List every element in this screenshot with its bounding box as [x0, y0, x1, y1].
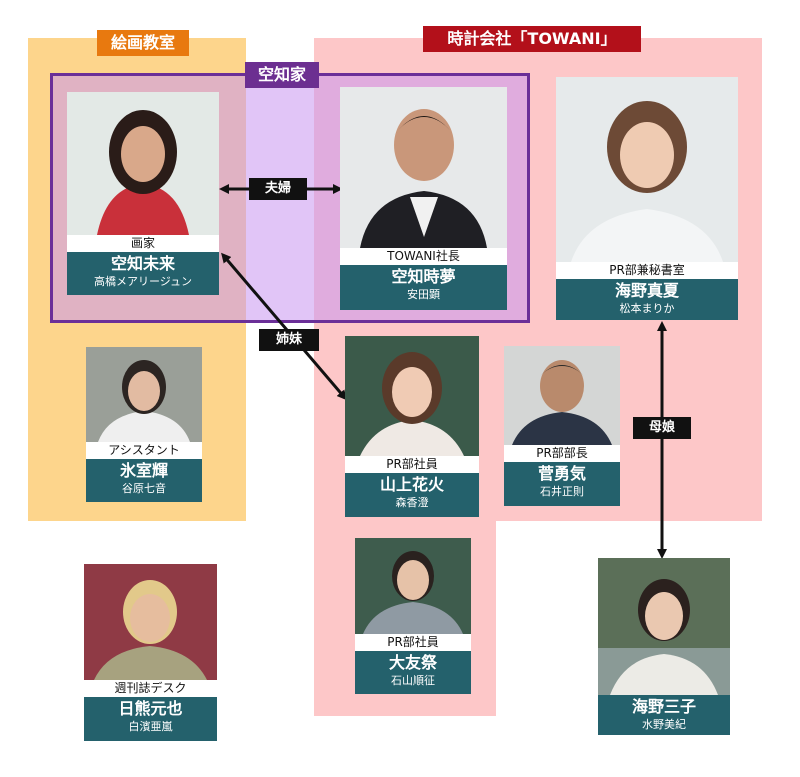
person-card-suga: PR部部長 菅勇気 石井正則 [504, 346, 620, 506]
person-role: TOWANI社長 [340, 248, 507, 265]
sorachi-family-label: 空知家 [245, 62, 319, 88]
portrait-photo [504, 346, 620, 445]
portrait-photo [84, 564, 217, 680]
person-name-box: 海野三子 水野美紀 [598, 695, 730, 735]
art-class-label: 絵画教室 [97, 30, 189, 56]
person-name-box: 氷室輝 谷原七音 [86, 459, 202, 502]
person-card-otomo: PR部社員 大友祭 石山順征 [355, 538, 471, 694]
actor-name: 石山順征 [391, 674, 435, 687]
character-name: 海野三子 [631, 697, 696, 716]
actor-name: 谷原七音 [122, 482, 166, 495]
actor-name: 白濱亜嵐 [128, 720, 173, 733]
person-card-hikaru: アシスタント 氷室輝 谷原七音 [86, 347, 202, 502]
character-name: 空知未来 [110, 254, 175, 273]
person-name-box: 日熊元也 白濱亜嵐 [84, 697, 217, 741]
actor-name: 高橋メアリージュン [93, 275, 192, 288]
actor-name: 水野美紀 [642, 718, 686, 731]
character-name: 空知時夢 [391, 267, 456, 286]
actor-name: 石井正則 [540, 485, 584, 498]
person-card-mitsuko: 海野三子 水野美紀 [598, 558, 730, 735]
person-role: アシスタント [86, 442, 202, 459]
person-role: PR部部長 [504, 445, 620, 462]
portrait-photo [598, 558, 730, 695]
person-role: PR部社員 [345, 456, 479, 473]
actor-name: 森香澄 [395, 496, 429, 509]
person-role: PR部兼秘書室 [556, 262, 738, 279]
person-card-hanabi: PR部社員 山上花火 森香澄 [345, 336, 479, 517]
person-card-manatsu: PR部兼秘書室 海野真夏 松本まりか [556, 77, 738, 320]
character-name: 菅勇気 [537, 464, 586, 483]
sisters-label: 姉妹 [259, 329, 319, 351]
portrait-photo [355, 538, 471, 634]
actor-name: 安田顕 [407, 288, 440, 301]
person-card-mirai: 画家 空知未来 高橋メアリージュン [67, 92, 219, 295]
person-role: PR部社員 [355, 634, 471, 651]
couple-label: 夫婦 [249, 178, 307, 200]
actor-name: 松本まりか [619, 302, 675, 315]
portrait-photo [345, 336, 479, 456]
person-role: 画家 [67, 235, 219, 252]
portrait-photo [86, 347, 202, 442]
portrait-photo [340, 87, 507, 248]
person-name-box: 大友祭 石山順征 [355, 651, 471, 694]
towani-label: 時計会社「TOWANI」 [423, 26, 641, 52]
person-name-box: 山上花火 森香澄 [345, 473, 479, 517]
person-card-hikuma: 週刊誌デスク 日熊元也 白濱亜嵐 [84, 564, 217, 741]
portrait-photo [67, 92, 219, 235]
character-name: 海野真夏 [614, 281, 679, 300]
character-name: 大友祭 [388, 653, 437, 672]
person-name-box: 空知未来 高橋メアリージュン [67, 252, 219, 295]
person-card-tokimu: TOWANI社長 空知時夢 安田顕 [340, 87, 507, 310]
character-name: 日熊元也 [118, 699, 183, 718]
portrait-photo [556, 77, 738, 262]
person-name-box: 海野真夏 松本まりか [556, 279, 738, 320]
person-name-box: 菅勇気 石井正則 [504, 462, 620, 506]
mother-daughter-label: 母娘 [633, 417, 691, 439]
person-role: 週刊誌デスク [84, 680, 217, 697]
person-name-box: 空知時夢 安田顕 [340, 265, 507, 310]
character-name: 氷室輝 [119, 461, 168, 480]
character-name: 山上花火 [379, 475, 444, 494]
